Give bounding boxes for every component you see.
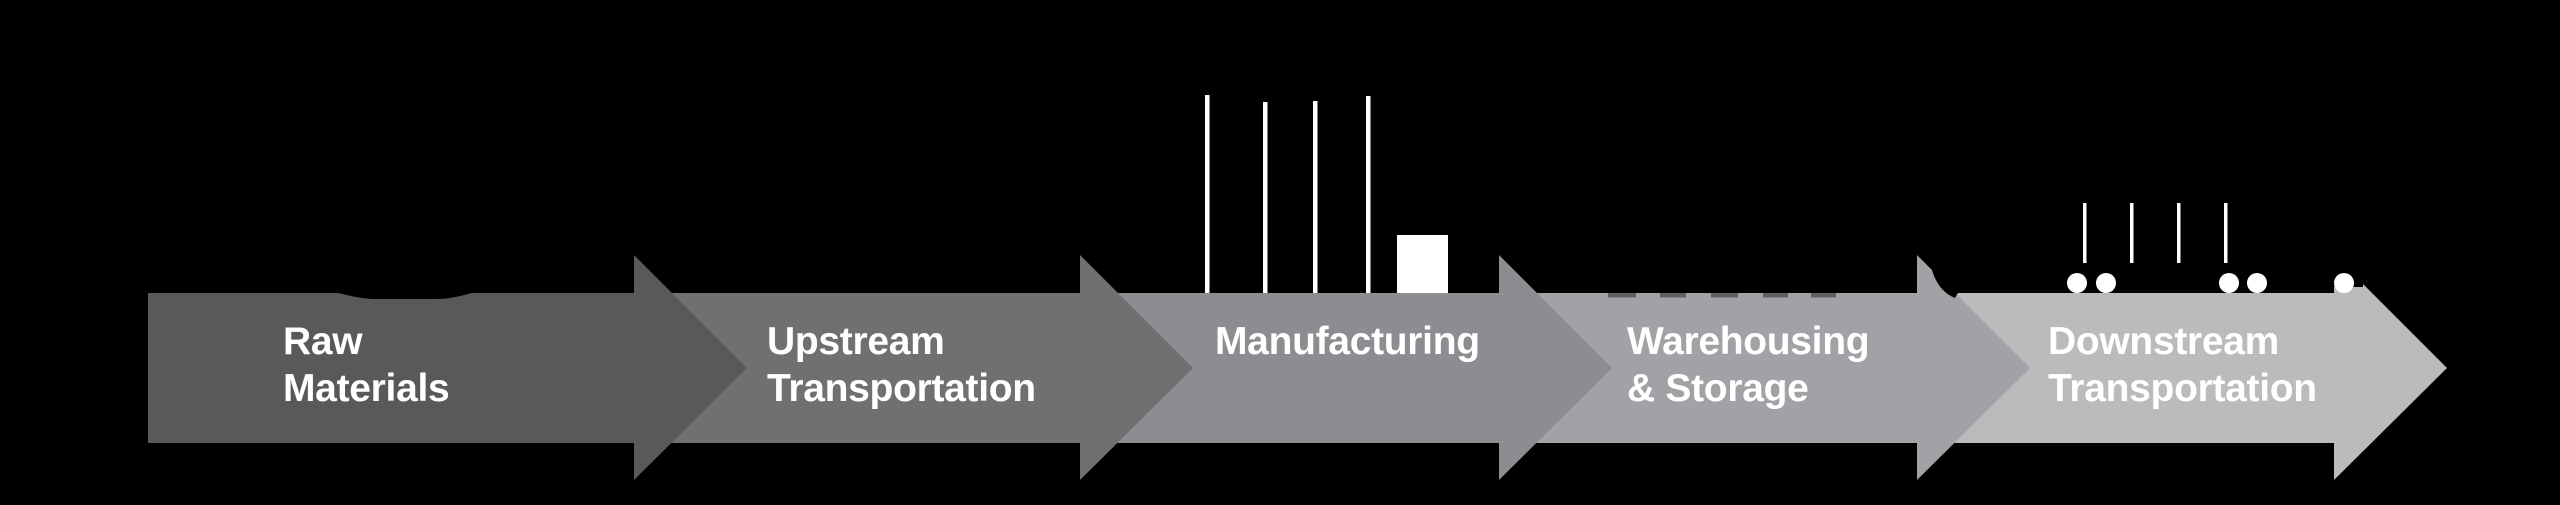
icon-silhouettes-layer (335, 246, 2363, 299)
pile-of-raw-materials-icon (335, 292, 475, 299)
stage-label-line: Manufacturing (1215, 320, 1480, 363)
stage-label-line: Materials (283, 367, 450, 410)
stage-label-manufacturing: Manufacturing (1215, 318, 1480, 365)
storage-crates-icon (1608, 293, 1836, 298)
stage-label-line: Upstream (767, 320, 945, 363)
factory-smokestacks-icon (1205, 95, 1448, 293)
stage-label-line: Transportation (2048, 367, 2317, 410)
arrows-layer (148, 255, 2447, 480)
arrow-upstream-transportation (634, 255, 1193, 480)
arrow-raw-materials (148, 255, 747, 480)
truck-cab-silhouette (1928, 250, 1963, 298)
stage-label-warehousing-storage: Warehousing & Storage (1627, 318, 1870, 412)
stage-label-line: Downstream (2048, 320, 2280, 363)
truck-icon (2067, 203, 2354, 293)
stage-label-line: Raw (283, 320, 363, 363)
white-icons-layer (1205, 95, 2354, 293)
stage-label-upstream-transportation: Upstream Transportation (767, 318, 1036, 412)
arrow-downstream-transportation (1917, 255, 2447, 480)
stage-label-line: & Storage (1627, 367, 1809, 410)
stage-label-line: Transportation (767, 367, 1036, 410)
stage-label-raw-materials: Raw Materials (283, 318, 450, 412)
stage-label-line: Warehousing (1627, 320, 1870, 363)
stage-label-downstream-transportation: Downstream Transportation (2048, 318, 2317, 412)
arrow-manufacturing (1080, 255, 1612, 480)
arrow-warehousing-storage (1499, 255, 2030, 480)
